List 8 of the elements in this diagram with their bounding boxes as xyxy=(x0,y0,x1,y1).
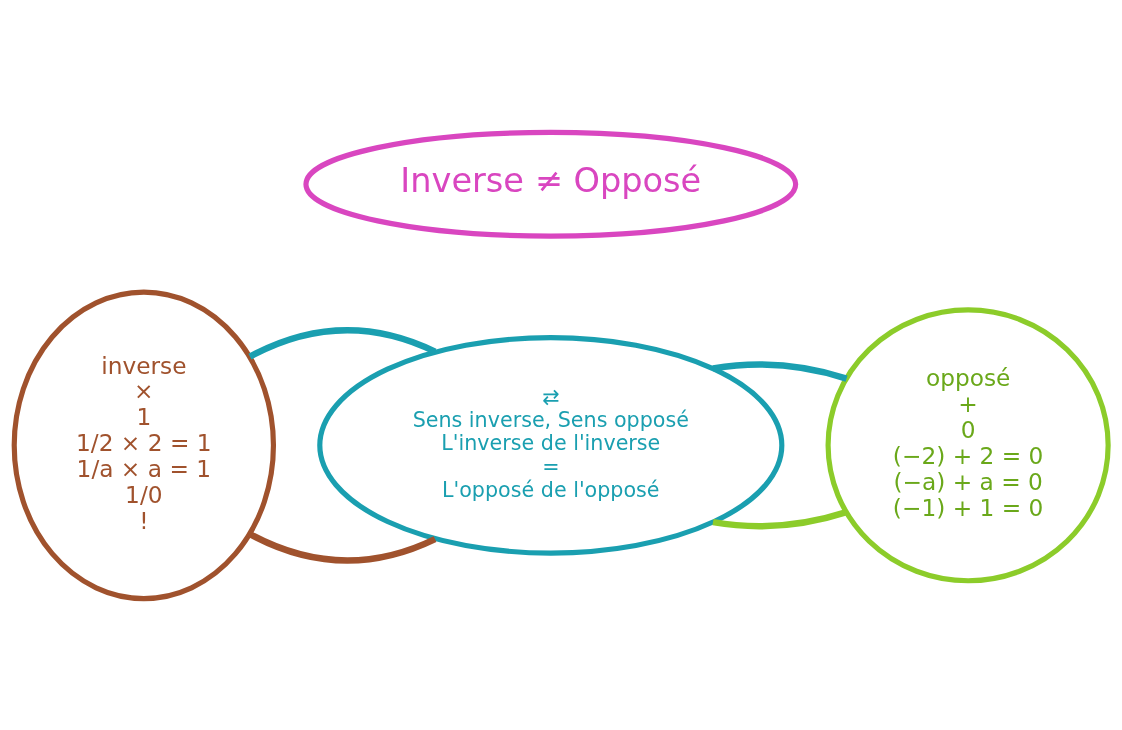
connector xyxy=(248,530,437,564)
connector xyxy=(712,508,848,529)
node-circle: opposé + 0 (−2) + 2 = 0 (−a) + a = 0 (−1) + 1 = 0 xyxy=(825,306,1111,583)
node-ellipse: ⇄ Sens inverse, Sens opposé L'inverse de l'inverse = L'opposé de l'opposé xyxy=(317,334,785,556)
connector xyxy=(712,360,848,382)
connector xyxy=(248,326,437,359)
node-ellipse: Inverse ≠ Opposé xyxy=(303,129,799,239)
node-ellipse: inverse × 1 1/2 × 2 = 1 1/a × a = 1 1/0 ! xyxy=(11,289,277,601)
